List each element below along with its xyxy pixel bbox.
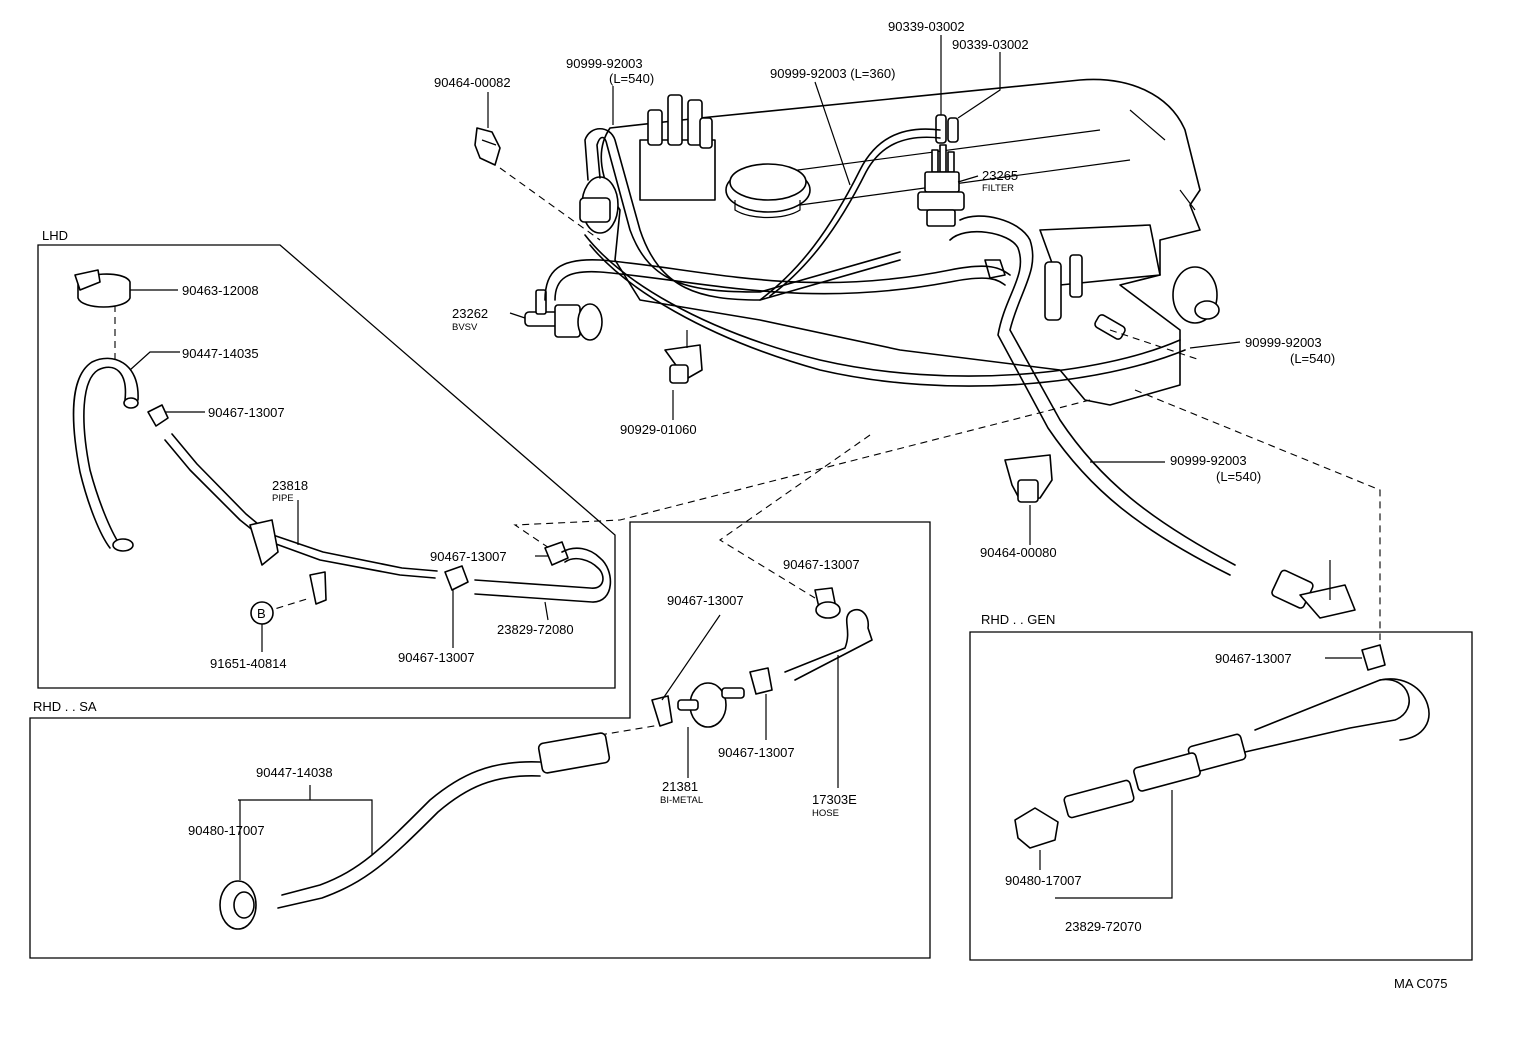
label-90999-92003-top-len: (L=540)	[609, 71, 654, 86]
clip-90464-00082	[474, 127, 501, 166]
lhd-parts	[72, 269, 612, 652]
bvsv-23262	[524, 289, 603, 341]
label-90999-92003-mid-len: (L=540)	[1216, 469, 1261, 484]
label-17303e-sub: HOSE	[812, 808, 839, 819]
distributor	[579, 94, 716, 234]
label-23829-72070: 23829-72070	[1065, 919, 1142, 934]
section-label-rhd-sa: RHD . . SA	[33, 699, 97, 714]
label-90467-13007-sa-a: 90467-13007	[667, 593, 744, 608]
oil-filler-cap	[725, 163, 811, 219]
label-90480-17007-gen: 90480-17007	[1005, 873, 1082, 888]
label-90463-12008: 90463-12008	[182, 283, 259, 298]
label-21381: 21381	[662, 779, 698, 794]
label-90467-13007-sa-b: 90467-13007	[718, 745, 795, 760]
label-90999-92003-right: 90999-92003	[1245, 335, 1322, 350]
vacuum-actuator	[1172, 266, 1220, 324]
label-90480-17007-sa: 90480-17007	[188, 823, 265, 838]
label-90464-00080: 90464-00080	[980, 545, 1057, 560]
hose-right-long	[584, 234, 1181, 377]
rhd-sa-section-box	[29, 521, 931, 959]
hose-top-left	[584, 127, 901, 301]
label-23265-sub: FILTER	[982, 183, 1014, 194]
hose-bvsv	[544, 259, 1011, 301]
label-90999-92003-top: 90999-92003	[566, 56, 643, 71]
hose-mid-down	[959, 215, 1236, 566]
dashed-guides	[114, 167, 1381, 736]
label-23818-sub: PIPE	[272, 493, 294, 504]
clip-90929	[664, 344, 703, 384]
hose-360	[759, 128, 941, 301]
section-label-rhd-gen: RHD . . GEN	[981, 612, 1055, 627]
label-90999-92003-360: 90999-92003 (L=360)	[770, 66, 895, 81]
label-23262-sub: BVSV	[452, 322, 478, 333]
label-90467-13007-lhd-c: 90467-13007	[398, 650, 475, 665]
label-90467-13007-lhd-a: 90467-13007	[208, 405, 285, 420]
lhd-section-box	[37, 244, 616, 689]
section-label-lhd: LHD	[42, 228, 68, 243]
vacuum-switch	[1271, 560, 1356, 619]
engine-assembly	[474, 35, 1356, 619]
label-90999-92003-right-len: (L=540)	[1290, 351, 1335, 366]
bolt-mark-b: B	[257, 606, 266, 621]
label-23262: 23262	[452, 306, 488, 321]
label-90339-03002-b: 90339-03002	[952, 37, 1029, 52]
label-90467-13007-sa-c: 90467-13007	[783, 557, 860, 572]
label-90464-00082: 90464-00082	[434, 75, 511, 90]
label-90999-92003-mid: 90999-92003	[1170, 453, 1247, 468]
label-17303e: 17303E	[812, 792, 857, 807]
label-23829-72080: 23829-72080	[497, 622, 574, 637]
label-23265: 23265	[982, 168, 1018, 183]
rhd-gen-parts	[1014, 644, 1430, 899]
label-90447-14038: 90447-14038	[256, 765, 333, 780]
label-90339-03002-a: 90339-03002	[888, 19, 965, 34]
rhd-sa-parts	[219, 587, 873, 930]
carburetor-body	[1039, 224, 1161, 340]
label-90447-14035: 90447-14035	[182, 346, 259, 361]
label-90467-13007-lhd-b: 90467-13007	[430, 549, 507, 564]
label-91651-40814: 91651-40814	[210, 656, 287, 671]
label-90467-13007-gen: 90467-13007	[1215, 651, 1292, 666]
label-90929-01060: 90929-01060	[620, 422, 697, 437]
drawing-code: MA C075	[1394, 976, 1447, 991]
rhd-gen-section-box	[969, 631, 1473, 961]
label-21381-sub: BI-METAL	[660, 795, 703, 806]
labels: LHD RHD . . SA RHD . . GEN 90464-00082 9…	[33, 19, 1447, 991]
label-23818: 23818	[272, 478, 308, 493]
clip-90464-00080	[1004, 454, 1053, 503]
